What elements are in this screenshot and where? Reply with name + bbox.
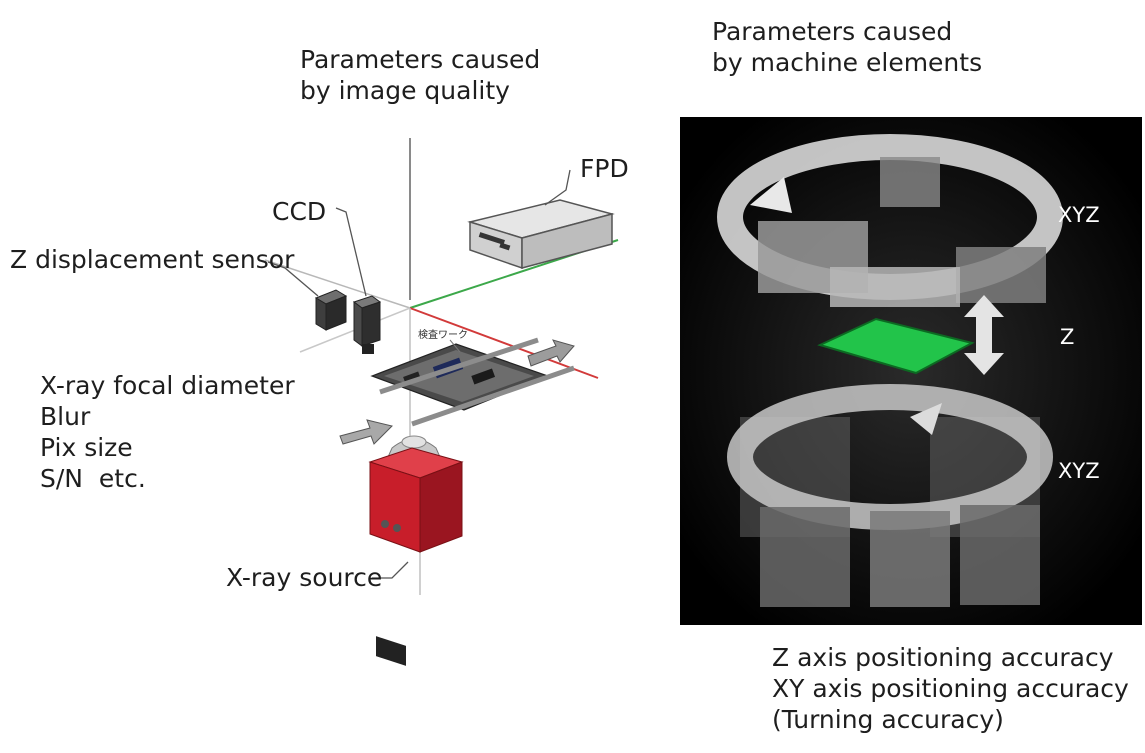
xray-source-label: X-ray source: [226, 563, 383, 592]
arrow-in-icon: [339, 419, 393, 445]
z-double-arrow-icon: [964, 295, 1004, 375]
caption-z-axis: Z axis positioning accuracy: [772, 643, 1114, 672]
green-pcb-plate: [817, 317, 975, 375]
xray-system-diagram: [264, 138, 619, 666]
left-heading-line-1: Parameters caused: [300, 45, 541, 74]
left-heading: Parameters caused by image quality: [300, 44, 540, 106]
machine-elements-photo: XYZ Z XYZ: [680, 117, 1142, 625]
top-rotation-label: XYZ: [1058, 203, 1100, 227]
top-rotation-ring: [717, 134, 1063, 307]
left-heading-line-2: by image quality: [300, 76, 510, 105]
ccd-label: CCD: [272, 197, 327, 226]
bottom-rotation-ring: [727, 384, 1053, 607]
param-pix-size: Pix size: [40, 433, 133, 462]
param-blur: Blur: [40, 402, 91, 431]
fpd-leader: [544, 169, 571, 206]
right-heading: Parameters caused by machine elements: [712, 16, 982, 78]
z-sensor-leader: [267, 261, 319, 297]
param-sn: S/N etc.: [40, 464, 146, 493]
ccd-leader: [335, 207, 367, 297]
right-heading-line-1: Parameters caused: [712, 17, 953, 46]
pcb-board: [370, 337, 575, 427]
red-axis: [409, 307, 599, 379]
z-displacement-sensor: [314, 289, 348, 331]
ccd-camera: [352, 295, 382, 354]
right-caption: Z axis positioning accuracy XY axis posi…: [772, 642, 1129, 735]
xray-source-leader: [372, 561, 409, 579]
fpd-label: FPD: [580, 154, 629, 183]
lift-label: Z: [1060, 325, 1075, 349]
caption-xy-axis: XY axis positioning accuracy: [772, 674, 1129, 703]
board-tag-leader: [449, 339, 461, 353]
board-tag-label: 検査ワーク: [418, 330, 468, 341]
arrow-right-icon: [527, 339, 575, 367]
parameter-list: X-ray focal diameter Blur Pix size S/N e…: [40, 370, 295, 494]
z-sensor-label: Z displacement sensor: [10, 245, 295, 274]
gray-axis-left: [264, 259, 411, 309]
param-focal-diameter: X-ray focal diameter: [40, 371, 295, 400]
right-heading-line-2: by machine elements: [712, 48, 983, 77]
xray-source-unit: [368, 435, 464, 666]
bottom-rotation-label: XYZ: [1058, 459, 1100, 483]
caption-turning: (Turning accuracy): [772, 705, 1004, 734]
fpd-device: [467, 199, 615, 270]
